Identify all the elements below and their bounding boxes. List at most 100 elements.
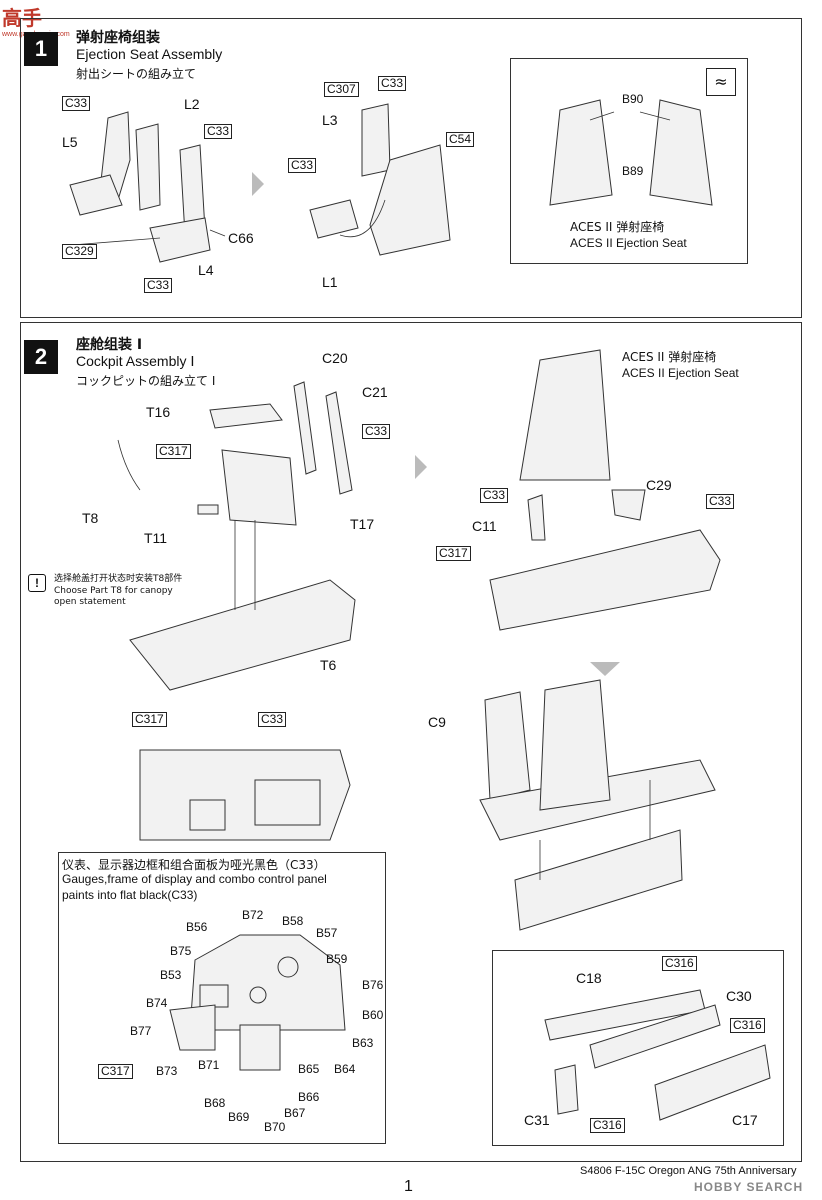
paint-icon: ≈ xyxy=(706,68,736,96)
part-label: B59 xyxy=(326,952,348,966)
part-code: C317 xyxy=(156,444,191,459)
step2-title-en: Cockpit Assembly Ⅰ xyxy=(76,353,195,369)
part-label: B57 xyxy=(316,926,338,940)
step1-parts-middle xyxy=(309,103,451,256)
step1-title-cn: 弹射座椅组装 xyxy=(76,30,160,46)
part-code: C33 xyxy=(288,158,317,173)
arrow-down-icon xyxy=(590,662,620,676)
step2-right-assembly xyxy=(489,349,721,631)
part-label: B71 xyxy=(198,1058,220,1072)
part-code: C329 xyxy=(62,244,97,259)
part-label: C18 xyxy=(576,970,602,986)
part-label: B89 xyxy=(622,164,644,178)
part-label: C30 xyxy=(726,988,752,1004)
part-label: B90 xyxy=(622,92,644,106)
paint-line-cn: 仪表、显示器边框和组合面板为哑光黑色（C33） xyxy=(62,858,326,872)
part-label: B69 xyxy=(228,1110,250,1124)
step1-parts-left xyxy=(69,111,226,263)
step2-panel xyxy=(20,322,802,1162)
part-label: B77 xyxy=(130,1024,152,1038)
paint-line-en-2: paints into flat black(C33) xyxy=(62,888,198,902)
part-label: C20 xyxy=(322,350,348,366)
part-label: B73 xyxy=(156,1064,178,1078)
part-label: L3 xyxy=(322,112,338,128)
part-code: C317 xyxy=(132,712,167,727)
paint-instruction-box xyxy=(58,852,386,1144)
part-label: T11 xyxy=(144,530,168,546)
arrow-icon xyxy=(252,172,264,196)
part-label: C29 xyxy=(646,477,672,493)
part-code: C317 xyxy=(436,546,471,561)
step1-number: 1 xyxy=(24,32,58,66)
part-code: C33 xyxy=(204,124,233,139)
part-label: T16 xyxy=(146,404,171,420)
instrument-panel-drawing xyxy=(169,934,346,1071)
step1-title-jp: 射出シートの組み立て xyxy=(76,67,197,81)
part-code: C316 xyxy=(730,1018,765,1033)
inset-caption-cn: ACES II 弹射座椅 xyxy=(570,220,665,234)
page-number: 1 xyxy=(404,1178,413,1195)
part-code: C33 xyxy=(362,424,391,439)
part-label: L4 xyxy=(198,262,214,278)
part-label: L5 xyxy=(62,134,78,150)
part-label: C21 xyxy=(362,384,388,400)
step1-panel xyxy=(20,18,802,318)
seat-caption-en: ACES II Ejection Seat xyxy=(622,366,739,380)
seat-caption-cn: ACES II 弹射座椅 xyxy=(622,350,717,364)
aces-seat-inset-drawing xyxy=(549,99,713,206)
part-label: B74 xyxy=(146,996,168,1010)
part-label: B67 xyxy=(284,1106,306,1120)
part-label: B70 xyxy=(264,1120,286,1134)
paint-line-en-1: Gauges,frame of display and combo contro… xyxy=(62,872,327,886)
part-code: C316 xyxy=(590,1118,625,1133)
part-label: B60 xyxy=(362,1008,384,1022)
part-code: C317 xyxy=(98,1064,133,1079)
part-label: B56 xyxy=(186,920,208,934)
part-label: T17 xyxy=(350,516,375,532)
inset-caption-en: ACES II Ejection Seat xyxy=(570,236,687,250)
part-code: C33 xyxy=(706,494,735,509)
part-label: C31 xyxy=(524,1112,550,1128)
part-label: B66 xyxy=(298,1090,320,1104)
part-code: C307 xyxy=(324,82,359,97)
part-label: B53 xyxy=(160,968,182,982)
note-en-2: open statement xyxy=(54,597,126,607)
step2-title-jp: コックピットの組み立て Ⅰ xyxy=(76,374,216,388)
warning-icon: ! xyxy=(28,574,46,592)
part-label: C17 xyxy=(732,1112,758,1128)
note-cn: 选择舱盖打开状态时安装T8部件 xyxy=(54,574,183,584)
product-footer: S4806 F-15C Oregon ANG 75th Anniversary xyxy=(580,1165,797,1177)
arrow-icon xyxy=(415,455,427,479)
part-label: B65 xyxy=(298,1062,320,1076)
part-label: B75 xyxy=(170,944,192,958)
part-label: B76 xyxy=(362,978,384,992)
part-code: C316 xyxy=(662,956,697,971)
part-label: B64 xyxy=(334,1062,356,1076)
part-code: C54 xyxy=(446,132,475,147)
part-code: C33 xyxy=(62,96,91,111)
part-code: C33 xyxy=(378,76,407,91)
part-code: C33 xyxy=(480,488,509,503)
part-label: C9 xyxy=(428,714,446,730)
part-code: C33 xyxy=(144,278,173,293)
part-label: B58 xyxy=(282,914,304,928)
step1-title-en: Ejection Seat Assembly xyxy=(76,46,223,62)
part-label: L1 xyxy=(322,274,338,290)
tub-parts-drawing xyxy=(544,989,771,1121)
part-label: L2 xyxy=(184,96,200,112)
step2-panel-detail xyxy=(139,749,351,841)
part-label: T8 xyxy=(82,510,99,526)
tub-detail-box xyxy=(492,950,784,1146)
part-label: T6 xyxy=(320,657,337,673)
part-label: B72 xyxy=(242,908,264,922)
part-label: C11 xyxy=(472,518,497,534)
step2-parts-upper xyxy=(117,381,356,691)
aces-seat-inset xyxy=(510,58,748,264)
part-label: C66 xyxy=(228,230,254,246)
step2-number: 2 xyxy=(24,340,58,374)
part-code: C33 xyxy=(258,712,287,727)
step2-right-lower-assembly xyxy=(479,679,716,931)
part-label: B63 xyxy=(352,1036,374,1050)
step2-title-cn: 座舱组装 Ⅰ xyxy=(76,337,143,353)
